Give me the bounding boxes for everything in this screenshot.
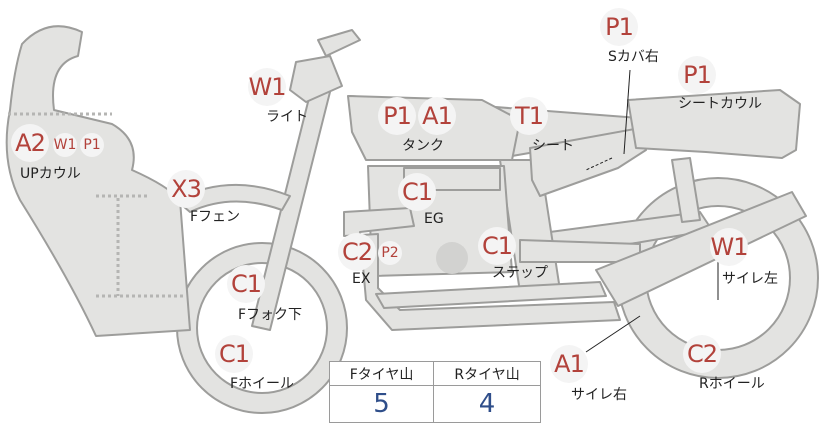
up-cowl-label: UPカウル	[20, 166, 81, 182]
rear-wheel-label: Rホイール	[699, 376, 765, 392]
light-label: ライト	[266, 109, 308, 125]
light-grade: W1	[248, 68, 287, 106]
tire-tread-table: Fタイヤ山 Rタイヤ山 5 4	[328, 361, 541, 423]
tank-grade-p1: P1	[378, 97, 416, 135]
front-tread-value: 5	[328, 385, 435, 423]
side-cover-right-grade: P1	[600, 8, 638, 46]
seat-cowl-label: シートカウル	[678, 96, 762, 112]
exhaust-label: EX	[352, 271, 371, 287]
tire-tread-header-row: Fタイヤ山 Rタイヤ山	[328, 361, 541, 386]
exhaust-grade-c2: C2	[338, 233, 376, 271]
up-cowl-grade-a2: A2	[11, 124, 49, 162]
exhaust-grade-p2: P2	[378, 241, 402, 265]
muffler-right-label: サイレ右	[571, 387, 627, 403]
front-fender-label: Fフェン	[190, 209, 241, 225]
side-cover-right-label: Sカバ右	[608, 49, 659, 65]
front-fender-grade: X3	[167, 170, 205, 208]
step-label: ステップ	[492, 265, 548, 281]
step-grade: C1	[478, 227, 516, 265]
seat-grade: T1	[510, 97, 548, 135]
seat-label: シート	[532, 138, 574, 154]
rear-wheel-grade: C2	[683, 335, 721, 373]
front-fork-label: Fフォク下	[238, 307, 303, 323]
muffler-left-label: サイレ左	[722, 271, 778, 287]
front-wheel-grade: C1	[215, 335, 253, 373]
front-fork-grade: C1	[227, 265, 265, 303]
front-wheel-label: Fホイール	[230, 376, 295, 392]
engine-label: EG	[424, 211, 444, 227]
up-cowl-grade-p1: P1	[80, 133, 104, 157]
up-cowl-grade-w1: W1	[53, 133, 77, 157]
muffler-left-grade: W1	[710, 228, 749, 266]
rear-tread-value: 4	[433, 385, 541, 423]
front-tread-header: Fタイヤ山	[328, 361, 435, 386]
tank-label: タンク	[402, 138, 444, 154]
engine-grade: C1	[398, 173, 436, 211]
seat-cowl-grade: P1	[678, 56, 716, 94]
muffler-right-grade: A1	[550, 345, 588, 383]
tank-grade-a1: A1	[418, 97, 456, 135]
tire-tread-value-row: 5 4	[328, 385, 541, 423]
rear-tread-header: Rタイヤ山	[433, 361, 541, 386]
